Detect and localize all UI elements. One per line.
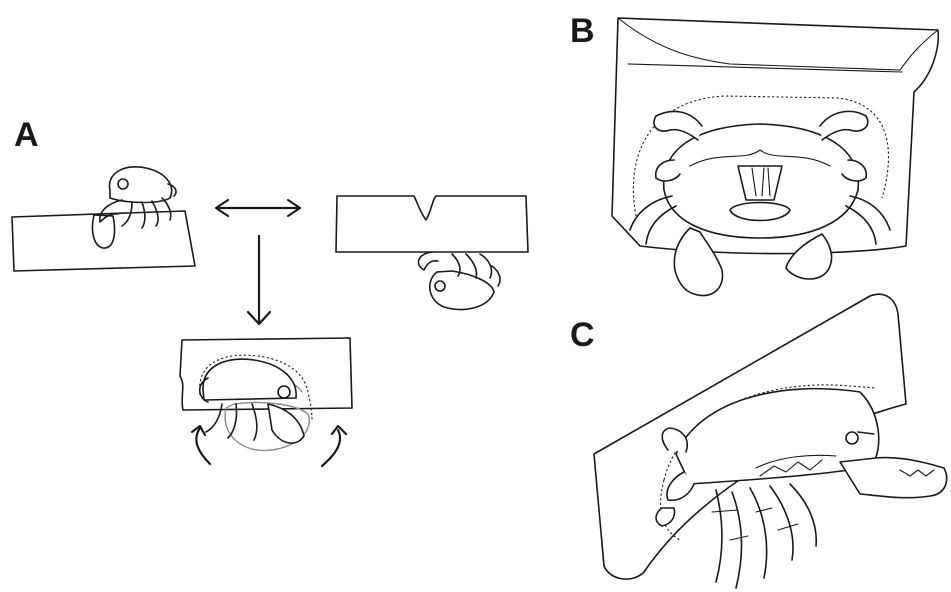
crab-claw-turning: [268, 404, 304, 443]
panel-b: [612, 18, 938, 296]
crab-cheliped-side: [840, 458, 947, 498]
panel-c: [594, 294, 947, 588]
crab-turning-illustration: [180, 338, 352, 451]
crab-under-block-illustration: [336, 196, 528, 309]
panel-a: [12, 167, 528, 466]
crab-mouthparts: [738, 166, 782, 200]
burrow-notch: [92, 215, 114, 248]
double-headed-arrow-icon: [216, 200, 300, 216]
down-arrow-icon: [248, 236, 270, 324]
crab-on-block-illustration: [12, 167, 195, 271]
curved-arrow-icon: [322, 430, 340, 466]
crab-leg: [716, 490, 722, 582]
crab-eye: [118, 179, 128, 189]
wood-block-right: [336, 196, 528, 252]
